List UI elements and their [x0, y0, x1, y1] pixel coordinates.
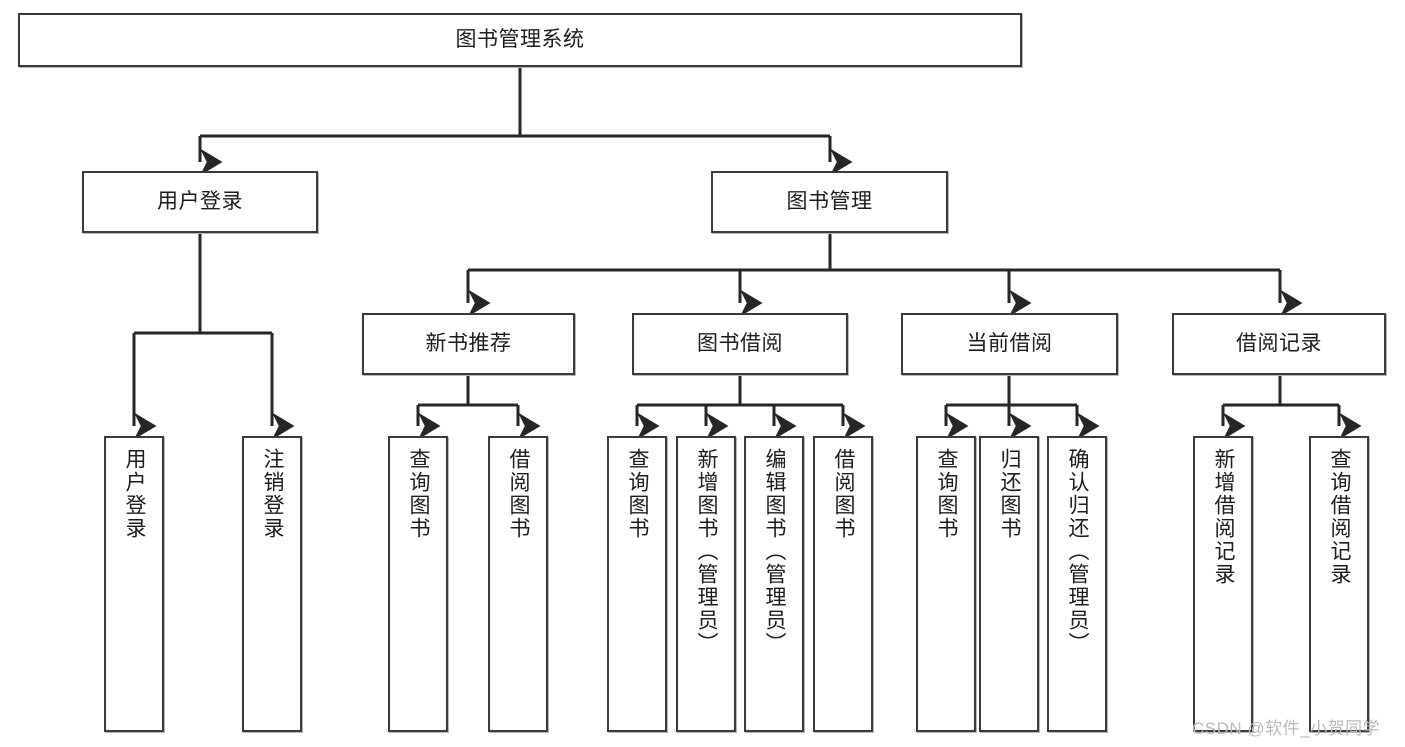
node-leaf-return-book-label: 归还图书	[998, 448, 1022, 540]
node-leaf-query-book-1[interactable]: 查询图书	[388, 436, 448, 732]
node-leaf-logout[interactable]: 注销登录	[242, 436, 302, 732]
node-leaf-borrow-book-2[interactable]: 借阅图书	[813, 436, 873, 732]
node-current-borrow[interactable]: 当前借阅	[901, 313, 1118, 375]
node-leaf-query-record-label: 查询借阅记录	[1328, 448, 1352, 586]
node-root-label: 图书管理系统	[455, 27, 585, 51]
node-leaf-logout-label: 注销登录	[261, 448, 285, 540]
node-leaf-user-login[interactable]: 用户登录	[104, 436, 164, 732]
node-user-login[interactable]: 用户登录	[82, 171, 318, 233]
node-leaf-query-book-3[interactable]: 查询图书	[916, 436, 976, 732]
node-leaf-borrow-book-2-label: 借阅图书	[832, 448, 856, 540]
node-borrow-record[interactable]: 借阅记录	[1172, 313, 1386, 375]
node-leaf-query-book-2[interactable]: 查询图书	[607, 436, 667, 732]
node-book-borrow[interactable]: 图书借阅	[632, 313, 848, 375]
node-leaf-confirm-return-label: 确认归还（管理员）	[1066, 448, 1090, 655]
node-new-book-rec[interactable]: 新书推荐	[362, 313, 575, 375]
node-leaf-borrow-book-1[interactable]: 借阅图书	[488, 436, 548, 732]
node-leaf-user-login-label: 用户登录	[123, 448, 147, 540]
node-leaf-add-record[interactable]: 新增借阅记录	[1193, 436, 1253, 732]
node-borrow-record-label: 借阅记录	[1236, 331, 1322, 355]
node-book-manage[interactable]: 图书管理	[711, 171, 948, 233]
node-leaf-query-book-2-label: 查询图书	[626, 448, 650, 540]
node-leaf-borrow-book-1-label: 借阅图书	[507, 448, 531, 540]
node-leaf-add-record-label: 新增借阅记录	[1212, 448, 1236, 586]
node-leaf-add-book[interactable]: 新增图书（管理员）	[676, 436, 736, 732]
node-new-book-rec-label: 新书推荐	[425, 331, 512, 355]
node-leaf-query-book-1-label: 查询图书	[407, 448, 431, 540]
csdn-watermark: CSDN @软件_小贺同学	[1192, 719, 1381, 738]
node-book-manage-label: 图书管理	[786, 189, 873, 213]
node-leaf-query-record[interactable]: 查询借阅记录	[1309, 436, 1369, 732]
node-current-borrow-label: 当前借阅	[966, 331, 1053, 355]
node-user-login-label: 用户登录	[157, 189, 243, 213]
node-leaf-return-book[interactable]: 归还图书	[979, 436, 1039, 732]
node-leaf-query-book-3-label: 查询图书	[935, 448, 959, 540]
node-leaf-confirm-return[interactable]: 确认归还（管理员）	[1047, 436, 1107, 732]
node-leaf-add-book-label: 新增图书（管理员）	[695, 448, 719, 655]
node-root[interactable]: 图书管理系统	[18, 13, 1022, 67]
node-leaf-edit-book-label: 编辑图书（管理员）	[763, 448, 787, 655]
node-book-borrow-label: 图书借阅	[697, 331, 783, 355]
node-leaf-edit-book[interactable]: 编辑图书（管理员）	[744, 436, 804, 732]
